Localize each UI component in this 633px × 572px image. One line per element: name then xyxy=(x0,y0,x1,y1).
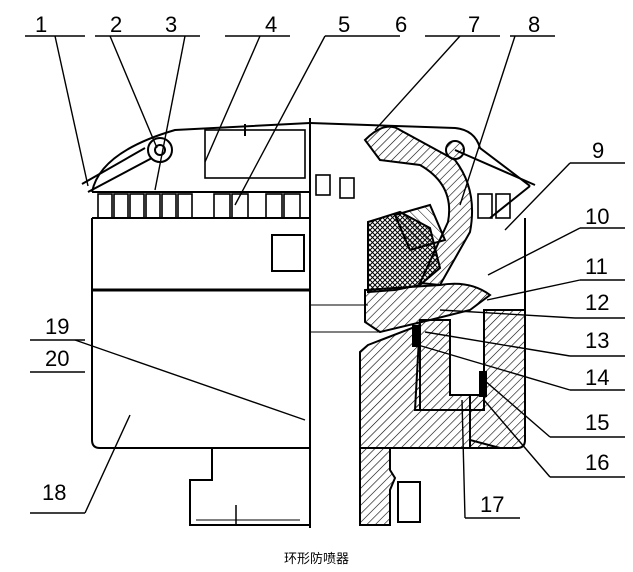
callout-11: 11 xyxy=(585,254,608,279)
callout-14: 14 xyxy=(585,365,609,390)
callout-7: 7 xyxy=(468,12,480,37)
callout-17: 17 xyxy=(480,492,504,517)
callout-19: 19 xyxy=(45,314,69,339)
bolt-row xyxy=(97,193,301,219)
callout-8: 8 xyxy=(528,12,540,37)
callout-2: 2 xyxy=(110,12,122,37)
callout-4: 4 xyxy=(265,12,277,37)
callout-1: 1 xyxy=(35,12,47,37)
callout-16: 16 xyxy=(585,450,609,475)
callout-6: 6 xyxy=(395,12,407,37)
callout-5: 5 xyxy=(338,12,350,37)
figure-caption: 环形防喷器 xyxy=(283,552,349,567)
section-half xyxy=(309,122,536,526)
right-bolts xyxy=(315,174,511,219)
callout-13: 13 xyxy=(585,328,609,353)
callout-20: 20 xyxy=(45,346,69,371)
callout-9: 9 xyxy=(592,138,604,163)
callout-12: 12 xyxy=(585,290,609,315)
callout-15: 15 xyxy=(585,410,609,435)
callout-3: 3 xyxy=(165,12,177,37)
callout-18: 18 xyxy=(42,480,66,505)
callout-10: 10 xyxy=(585,204,609,229)
callout-labels: 1 2 3 4 5 6 7 8 9 10 11 12 13 14 15 16 1… xyxy=(35,12,609,517)
leader-lines xyxy=(25,35,625,519)
exterior-half xyxy=(81,122,311,526)
